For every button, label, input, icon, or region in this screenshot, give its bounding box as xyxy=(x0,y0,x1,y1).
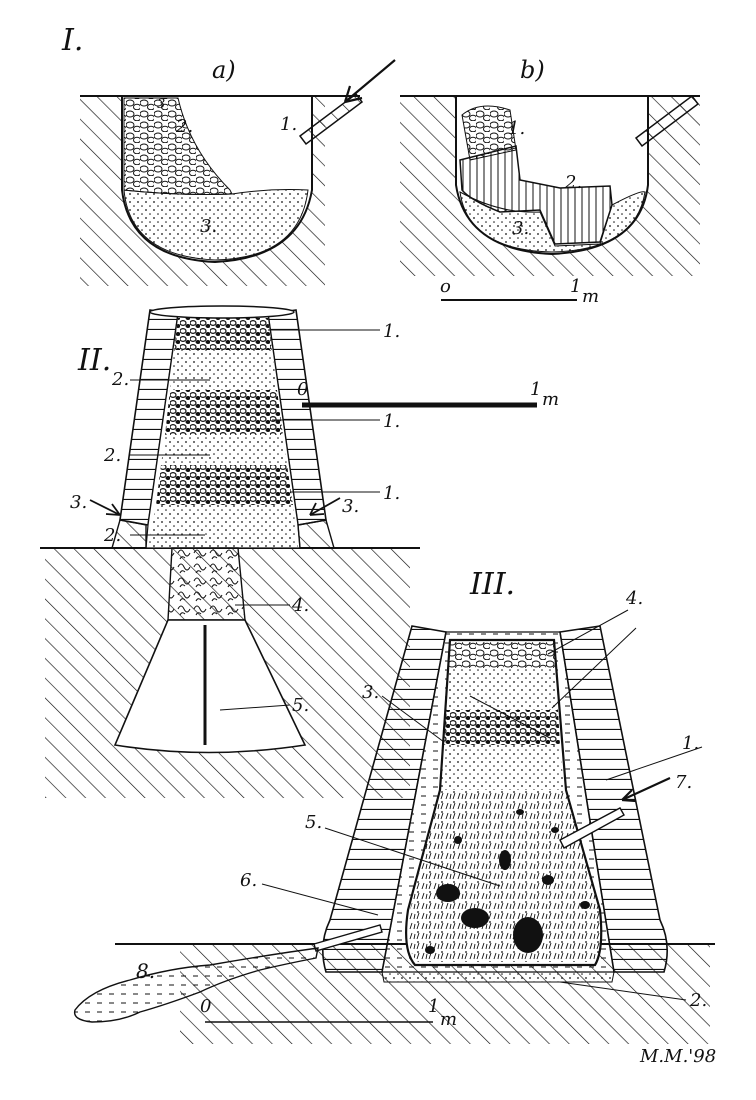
lower-pit-ii xyxy=(113,619,307,754)
slag-block-iii xyxy=(408,790,602,962)
furnace-top-rim-ii xyxy=(149,305,295,319)
section-ii: II. 1. 1. 1. xyxy=(40,305,559,798)
panel-a-pit: a) 3 2. 1. 3. xyxy=(80,56,396,286)
panel-b-letter: b) xyxy=(520,56,545,84)
artist-signature: M.M.'98 xyxy=(639,1046,716,1067)
label-a-3: 3. xyxy=(200,216,217,237)
label-ii-2-low: 2. xyxy=(103,525,121,546)
scale-ii-one: 1 xyxy=(530,379,541,400)
ore-layer-3-ii xyxy=(161,435,287,465)
scale-i-one: 1 xyxy=(570,276,581,297)
section-i: I. a) 3 2. 1. 3. b) 1. 2. xyxy=(61,23,700,307)
label-a-3-small: 3 xyxy=(157,97,165,112)
scale-iii-zero: 0 xyxy=(200,996,211,1017)
tuyere-a xyxy=(298,92,364,146)
section-i-numeral: I. xyxy=(61,23,83,58)
ore-low-iii xyxy=(440,745,564,790)
arrow-iii xyxy=(621,777,671,803)
label-iii-1: 1. xyxy=(682,733,699,754)
tuyere-b xyxy=(634,94,700,148)
label-ii-2-mid: 2. xyxy=(103,445,121,466)
slag-flow-iii xyxy=(73,947,319,1023)
label-ii-3-left: 3. xyxy=(70,492,87,513)
label-ii-3-right: 3. xyxy=(342,496,359,517)
stones-b xyxy=(461,105,517,161)
arrow-a xyxy=(343,59,396,104)
label-a-1: 1. xyxy=(280,114,297,135)
label-iii-7: 7. xyxy=(675,772,692,793)
section-ii-numeral: II. xyxy=(77,343,111,378)
label-ii-1-mid: 1. xyxy=(383,411,400,432)
section-iii-numeral: III. xyxy=(469,567,515,602)
label-iii-2: 2. xyxy=(689,990,707,1011)
scale-iii-one: 1 xyxy=(428,996,439,1017)
furnace-wall-right-iii xyxy=(559,625,668,973)
charcoal-layer-2-ii xyxy=(165,390,283,435)
charcoal-layer-1-ii xyxy=(174,318,272,350)
scale-ii-zero: 0 xyxy=(297,379,308,400)
label-b-1: 1. xyxy=(508,118,525,139)
charcoal-layer-3-ii xyxy=(156,465,293,505)
section-iii: III. xyxy=(73,567,715,1044)
scale-bar-iii: 0 1 m xyxy=(200,996,457,1030)
label-iii-5: 5. xyxy=(305,812,322,833)
label-b-2: 2. xyxy=(564,172,582,193)
sand-bottom-b xyxy=(459,191,646,253)
charcoal-top-iii xyxy=(448,642,556,668)
scale-i-unit: m xyxy=(582,286,599,307)
ore-layer-2-ii xyxy=(170,350,277,390)
tuyere-iii xyxy=(559,807,625,849)
scale-ii-unit: m xyxy=(542,389,559,410)
slag-pit-ii xyxy=(167,547,246,621)
label-ii-2-top: 2. xyxy=(111,369,129,390)
label-ii-1-low: 1. xyxy=(383,483,400,504)
label-iii-3: 3. xyxy=(362,682,379,703)
scale-iii-unit: m xyxy=(440,1009,457,1030)
tuyere-right-ii xyxy=(297,519,335,549)
label-iii-8: 8. xyxy=(136,959,155,983)
label-b-3: 3. xyxy=(512,218,529,239)
label-ii-4: 4. xyxy=(291,595,309,616)
label-iii-6: 6. xyxy=(240,870,257,891)
panel-a-letter: a) xyxy=(212,56,236,84)
sand-bottom-a xyxy=(123,189,309,261)
furnace-wall-left-iii xyxy=(322,625,447,973)
charcoal-mid-iii xyxy=(444,710,560,745)
label-ii-5: 5. xyxy=(292,695,309,716)
label-ii-1-top: 1. xyxy=(383,321,400,342)
panel-b-pit: b) 1. 2. 3. xyxy=(400,56,700,276)
ore-layer-4-ii xyxy=(148,505,298,548)
ore-band-iii xyxy=(446,668,558,710)
slag-lumps-iii xyxy=(425,809,590,954)
label-iii-4: 4. xyxy=(625,588,643,609)
scale-bar-i: o 1 m xyxy=(440,276,599,307)
scale-i-zero: o xyxy=(440,276,451,297)
bottom-pad-iii xyxy=(381,971,615,983)
tuyere-left-ii xyxy=(111,519,147,549)
scale-bar-ii: 0 1 m xyxy=(297,379,559,410)
label-a-2: 2. xyxy=(175,116,193,137)
